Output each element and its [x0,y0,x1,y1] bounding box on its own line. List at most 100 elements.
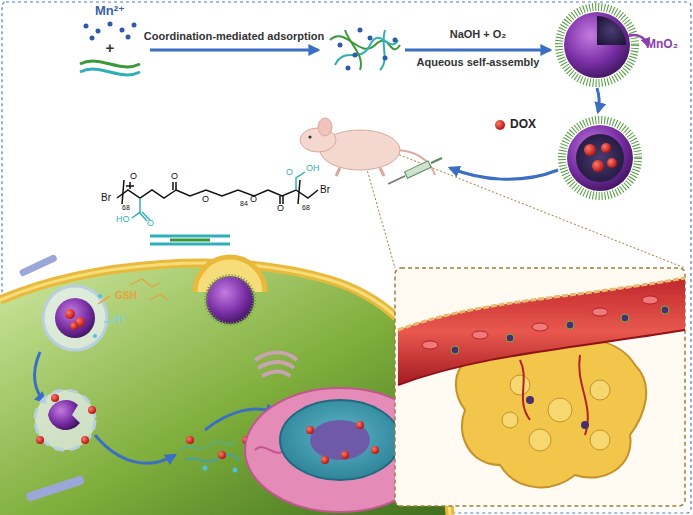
blood-vessel-part [472,331,488,339]
blood-vessel-part [621,314,629,322]
nanoparticle-part [597,16,626,45]
zoom-box-part [362,140,685,268]
atom-label: O [250,195,257,205]
atom-label: O [147,219,154,229]
degraded-particle-part [88,406,96,414]
polymer-complex-part [338,43,343,48]
microtubule-part [19,254,58,277]
step-label: NaOH + O₂ [450,28,507,40]
material-label: MnO₂ [646,38,678,51]
drug-loaded-nanoparticle-part [584,144,596,156]
mn-ions-part [132,23,137,28]
endocytosis-particle [195,257,265,324]
mn-ions-part [84,24,89,29]
endocytosis-particle-part [206,276,254,324]
atom-label: O [277,204,284,214]
polymer-complex-part [368,36,373,41]
nucleus-part [310,420,370,460]
zoom-box-part [395,268,685,506]
nanoparticle-part [628,35,648,46]
released-drug-part [218,451,226,459]
syringe-part [388,176,405,184]
endosome-part [43,286,107,350]
arrow [150,50,550,51]
ion-label: Mn²⁺ [95,4,125,18]
released-drug-part [203,466,208,471]
atom-label: HO [116,215,130,225]
process-arrow-part [95,435,175,463]
drug-label: DOX [510,118,536,131]
released-drug [180,436,250,473]
degraded-particle [35,390,96,450]
drug-loaded-nanoparticle-part [576,134,624,182]
golgi-part [255,353,297,361]
polymer-chain [80,61,140,75]
atom-label: OH [306,164,320,174]
degraded-particle-part [36,436,44,444]
drug-loaded-nanoparticle [562,120,638,196]
microtubule-part [25,475,85,502]
zoom-box [348,140,685,506]
degraded-particle-part [51,394,59,402]
step-label: Coordination-mediated adsorption [144,30,324,42]
endosome-part [93,334,97,338]
drug-loaded-nanoparticle-part [607,158,617,168]
chemical-structure-part [132,198,140,218]
chemical-structure-part [280,196,283,204]
polymer-complex-part [335,38,398,65]
mouse-part [336,168,384,176]
nucleus-part [306,426,314,434]
endosome-part [150,294,168,300]
mn-ions-part [120,28,125,33]
nanoparticle [559,7,648,83]
mn-ions-part [126,35,131,40]
mn-ions [84,22,137,41]
microtubule [19,254,85,502]
syringe-part [431,158,442,163]
blood-vessel-part [566,321,574,329]
syringe-part [405,161,432,178]
blood-vessel-part [532,323,548,331]
tumor-part [520,355,588,435]
polymer-complex-part [358,28,363,33]
polymer-complex-part [345,30,361,70]
polymer-icon-part [150,235,230,238]
blood-vessel-part [642,296,658,304]
chemical-structure-part [126,182,134,189]
nucleus-part [356,421,364,429]
endosome-part [98,294,102,298]
mn-ions-part [96,29,101,34]
mouse-part [318,118,332,136]
blood-vessel-part [451,346,459,354]
blood-vessel-part [398,278,685,330]
tumor-part [502,412,518,428]
polymer-icon-part [150,243,230,246]
chemical-structure-part [122,180,300,204]
polymer-complex-part [353,53,358,58]
dox-dot [495,120,505,130]
mn-ions-part [108,22,113,27]
tumor-part [526,396,534,404]
nanoparticle-part [559,7,635,83]
blood-vessel-part [422,341,438,349]
atom-label: O [171,172,178,182]
atom-label: Br [320,184,330,195]
molecule-label: GSH [115,290,137,301]
atom-label: O [130,172,137,182]
tumor-part [510,375,530,395]
degraded-particle-part [81,436,89,444]
nanoparticle-part [564,12,630,78]
drug-loaded-nanoparticle-part [601,143,611,153]
flow-arrow-part [450,168,558,179]
endosome-part [130,279,160,287]
polymer-icon [150,236,230,244]
tumor-part [548,398,572,422]
polymer-complex-part [380,30,385,70]
drug-loaded-nanoparticle-part [592,160,604,172]
polymer-icon-part [170,239,210,242]
tumor-part [590,380,610,400]
polymer-complex-part [393,38,398,43]
atom-label: O [202,195,209,205]
blood-vessel-part [398,330,685,385]
tumor-part [590,430,610,450]
